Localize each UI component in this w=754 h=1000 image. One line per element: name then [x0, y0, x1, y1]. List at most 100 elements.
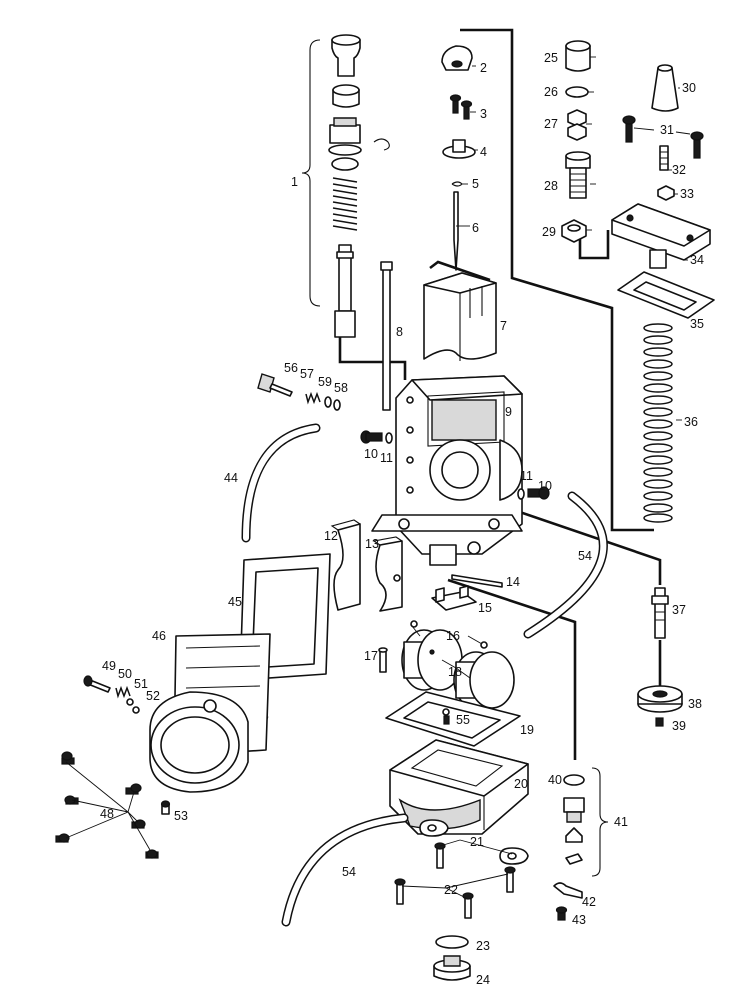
- part-59: [324, 396, 332, 408]
- callout-37: 37: [672, 603, 686, 617]
- callout-33: 33: [680, 187, 694, 201]
- callout-25: 25: [544, 51, 558, 65]
- callout-15: 15: [478, 601, 492, 615]
- callout-40: 40: [548, 773, 562, 787]
- part-1-assembly: [328, 34, 390, 338]
- callout-11b: 11: [520, 469, 533, 483]
- callout-20: 20: [514, 777, 528, 791]
- part-29: [561, 219, 587, 243]
- callout-53: 53: [174, 809, 188, 823]
- callout-36: 36: [684, 415, 698, 429]
- part-46-cover: [149, 633, 271, 793]
- callout-11a: 11: [380, 451, 393, 465]
- callout-23: 23: [476, 939, 490, 953]
- part-22-screws: [394, 842, 516, 919]
- part-34-cover: [611, 203, 711, 269]
- callout-52: 52: [146, 689, 160, 703]
- callout-49: 49: [102, 659, 116, 673]
- callout-54b: 54: [342, 865, 356, 879]
- part-36-spring: [643, 323, 673, 523]
- callout-6: 6: [472, 221, 479, 235]
- part-43: [555, 906, 568, 921]
- callout-31: 31: [660, 123, 674, 137]
- callout-41: 41: [614, 815, 628, 829]
- callout-30: 30: [682, 81, 696, 95]
- part-27: [567, 109, 587, 141]
- part-38: [637, 685, 683, 713]
- part-17: [378, 647, 388, 673]
- callout-55: 55: [456, 713, 470, 727]
- callout-46: 46: [152, 629, 166, 643]
- callout-48: 48: [100, 807, 114, 821]
- part-7-slide: [423, 272, 497, 361]
- callout-17: 17: [364, 649, 378, 663]
- part-12: [330, 519, 361, 611]
- callout-26: 26: [544, 85, 558, 99]
- part-15: [431, 585, 477, 611]
- callout-4: 4: [480, 145, 487, 159]
- callout-9: 9: [505, 405, 512, 419]
- callout-2: 2: [480, 61, 487, 75]
- callout-29: 29: [542, 225, 556, 239]
- part-55: [442, 708, 450, 725]
- callout-12: 12: [324, 529, 338, 543]
- callout-labels: 1 2 3 4 5 6 7 8 9 10 11 11 10 12 13 14 1…: [100, 51, 704, 987]
- callout-35: 35: [690, 317, 704, 331]
- part-10-11-left: [360, 430, 393, 444]
- callout-54a: 54: [578, 549, 592, 563]
- callout-10a: 10: [364, 447, 378, 461]
- callout-24: 24: [476, 973, 490, 987]
- callout-34: 34: [690, 253, 704, 267]
- callout-21: 21: [470, 835, 484, 849]
- callout-43: 43: [572, 913, 586, 927]
- part-14-pin: [451, 574, 503, 588]
- bracket-1: [301, 39, 321, 307]
- part-6-needle: [453, 191, 459, 271]
- part-25: [565, 40, 591, 72]
- part-53: [160, 800, 171, 815]
- part-49-screw: [83, 675, 111, 693]
- part-33-nut: [657, 185, 675, 201]
- part-9-body: [371, 375, 523, 566]
- callout-3: 3: [480, 107, 487, 121]
- callout-42: 42: [582, 895, 596, 909]
- callout-39: 39: [672, 719, 686, 733]
- part-58: [333, 399, 341, 411]
- callout-27: 27: [544, 117, 558, 131]
- part-39: [655, 717, 664, 727]
- part-42: [553, 882, 583, 899]
- callout-32: 32: [672, 163, 686, 177]
- callout-16: 16: [446, 629, 460, 643]
- part-30: [651, 64, 679, 112]
- callout-13: 13: [365, 537, 379, 551]
- part-4: [442, 139, 476, 159]
- part-2: [441, 45, 473, 71]
- part-3-screws: [449, 94, 473, 120]
- part-50-spring: [115, 685, 131, 699]
- part-13: [372, 536, 403, 612]
- part-48-screws: [55, 751, 159, 859]
- part-31-screws: [622, 115, 704, 159]
- callout-57: 57: [300, 367, 314, 381]
- part-8-bolt: [380, 261, 393, 411]
- callout-1: 1: [291, 175, 298, 189]
- callout-18: 18: [448, 665, 462, 679]
- part-56-screw: [257, 373, 293, 397]
- bracket-41: [591, 767, 609, 877]
- part-57-spring: [305, 391, 321, 405]
- callout-8: 8: [396, 325, 403, 339]
- callout-44: 44: [224, 471, 238, 485]
- part-19-gasket: [385, 691, 521, 747]
- part-24-plug: [433, 955, 471, 981]
- part-5: [451, 181, 463, 187]
- part-40-oring: [563, 774, 585, 786]
- callout-5: 5: [472, 177, 479, 191]
- callout-56: 56: [284, 361, 298, 375]
- part-52: [132, 706, 140, 714]
- callout-10b: 10: [538, 479, 552, 493]
- part-20-float-bowl: [389, 739, 529, 835]
- part-23-oring: [435, 935, 469, 949]
- callout-38: 38: [688, 697, 702, 711]
- callout-59: 59: [318, 375, 332, 389]
- part-37: [651, 587, 669, 639]
